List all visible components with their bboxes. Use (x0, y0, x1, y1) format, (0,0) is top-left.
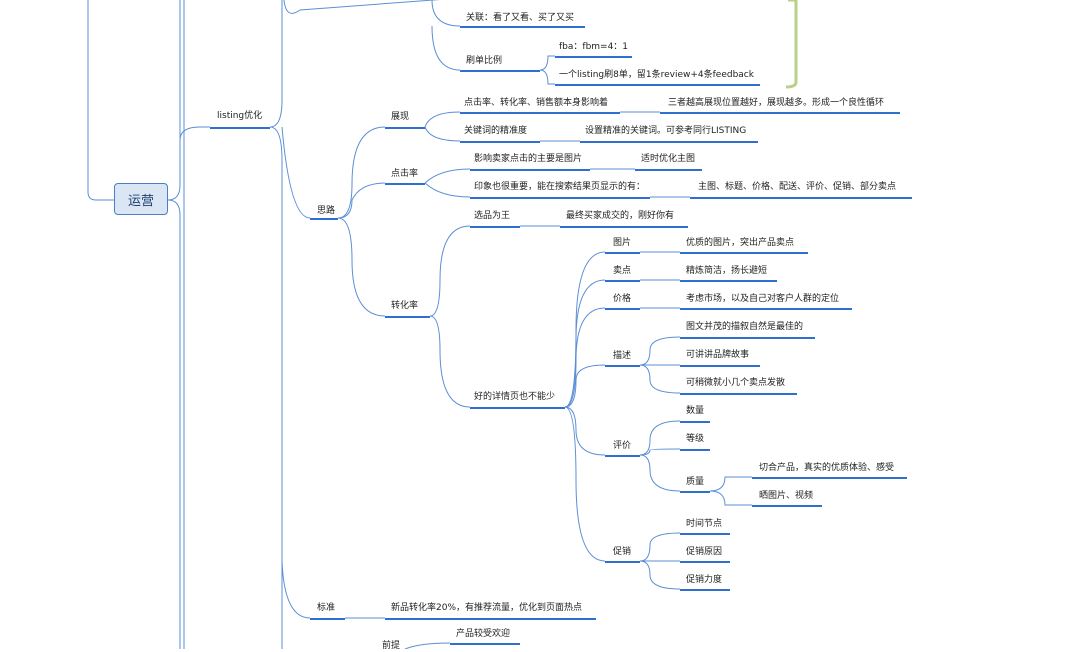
node-jiage[interactable]: 价格 (613, 294, 632, 304)
node-dianjilv-c1-note[interactable]: 适时优化主图 (641, 154, 696, 164)
node-zhanxian[interactable]: 展现 (391, 112, 410, 122)
node-zhanxian-c1-note[interactable]: 三者越高展现位置越好，展现越多。形成一个良性循环 (668, 98, 885, 108)
node-miaoshu-1[interactable]: 图文并茂的描叙自然是最佳的 (686, 322, 804, 332)
edge-listing-down (269, 126, 283, 649)
node-tupian-note[interactable]: 优质的图片，突出产品卖点 (686, 238, 795, 248)
edge-pj2 (639, 448, 681, 456)
edge-zx1 (424, 111, 461, 128)
node-maidian-note[interactable]: 精炼简洁，扬长避短 (686, 266, 768, 276)
edge-zhuanhualv (337, 217, 386, 317)
node-cuxiao-1[interactable]: 时间节点 (686, 519, 723, 529)
node-dianjilv-c1[interactable]: 影响卖家点击的主要是图片 (474, 154, 583, 164)
edge-xuanpin (429, 225, 471, 317)
edge-xiangqing (429, 315, 471, 408)
node-qianti[interactable]: 前提 (382, 641, 401, 651)
edge-listingrule (539, 69, 555, 85)
edge-dj2 (424, 182, 471, 198)
node-xuanpin[interactable]: 选品为王 (474, 211, 511, 221)
edge-listing-up (269, 0, 283, 128)
node-zhiliang-2[interactable]: 晒图片、视频 (759, 491, 814, 501)
edge-ms3 (639, 364, 681, 394)
node-zhiliang-1[interactable]: 切合产品，真实的优质体验、感受 (759, 463, 895, 473)
node-dengji[interactable]: 等级 (686, 434, 705, 444)
node-zhuanhualv[interactable]: 转化率 (391, 301, 419, 311)
node-miaoshu-2[interactable]: 可讲讲品牌故事 (686, 350, 750, 360)
edge-biaozhun (281, 559, 311, 619)
node-shuadan[interactable]: 刷单比例 (466, 56, 503, 66)
node-dianjilv-c2-note[interactable]: 主图、标题、价格、配送、评价、促销、部分卖点 (698, 182, 897, 192)
node-cuxiao[interactable]: 促销 (613, 547, 632, 557)
edge-ms1 (639, 336, 681, 366)
edge-zl2 (709, 490, 752, 506)
underlines (210, 26, 912, 645)
edge-guanlian (431, 0, 461, 27)
edge-cuxiao (564, 406, 606, 562)
edge-top-a (283, 0, 441, 14)
edge-miaoshu (564, 364, 606, 408)
edge-cx3 (639, 560, 681, 590)
node-silu[interactable]: 思路 (317, 206, 336, 216)
summary-bracket (785, 0, 798, 89)
edge-tupian (564, 251, 606, 408)
node-cuxiao-2[interactable]: 促销原因 (686, 547, 723, 557)
node-qianti-c1[interactable]: 产品较受欢迎 (456, 629, 511, 639)
edge-pj1 (639, 420, 681, 456)
node-biaozhun[interactable]: 标准 (317, 603, 336, 613)
edge-shuadan (431, 25, 461, 71)
edge-dianjilv (337, 182, 386, 219)
edge-pj3 (639, 454, 681, 492)
node-fba[interactable]: fba：fbm=4：1 (559, 42, 629, 52)
node-listing[interactable]: listing优化 (217, 111, 263, 121)
edge-fba (539, 55, 555, 71)
edge-pingjia (564, 406, 606, 456)
edge-cx1 (639, 532, 681, 562)
edge-zl1 (709, 476, 752, 492)
edge-listing (179, 126, 210, 141)
root-node-yunying[interactable]: 运营 (114, 183, 168, 215)
node-jiage-note[interactable]: 考虑市场，以及自己对客户人群的定位 (686, 294, 840, 304)
edge-maidian (564, 279, 606, 408)
edge-root-left (87, 0, 114, 201)
edge-dj1 (424, 168, 471, 184)
edge-silu (281, 126, 311, 219)
node-zhanxian-c1[interactable]: 点击率、转化率、销售额本身影响着 (464, 98, 609, 108)
edge-root-down (167, 199, 181, 649)
edge-zx2 (424, 126, 461, 142)
node-zhanxian-c2[interactable]: 关键词的精准度 (464, 126, 528, 136)
node-zhiliang[interactable]: 质量 (686, 477, 705, 487)
node-miaoshu-3[interactable]: 可稍微就小几个卖点发散 (686, 378, 786, 388)
node-listing-rule[interactable]: 一个listing刷8单，留1条review+4条feedback (559, 70, 754, 80)
node-miaoshu[interactable]: 描述 (613, 351, 632, 361)
node-zhanxian-c2-note[interactable]: 设置精准的关键词。可参考同行LISTING (585, 126, 747, 136)
node-dianjilv-c2[interactable]: 印象也很重要，能在搜索结果页显示的有： (474, 182, 646, 192)
node-maidian[interactable]: 卖点 (613, 266, 632, 276)
edge-zhanxian (337, 126, 386, 219)
node-biaozhun-note[interactable]: 新品转化率20%，有推荐流量，优化到页面热点 (391, 603, 583, 613)
node-pingjia[interactable]: 评价 (613, 441, 632, 451)
edge-root-up (167, 0, 181, 201)
node-xiangqing[interactable]: 好的详情页也不能少 (474, 392, 556, 402)
edge-qianti (404, 642, 451, 649)
connector-lines (87, 0, 752, 649)
node-tupian[interactable]: 图片 (613, 238, 632, 248)
node-guanlian[interactable]: 关联：看了又看、买了又买 (466, 13, 575, 23)
node-xuanpin-note[interactable]: 最终买家成交的，刚好你有 (566, 211, 675, 221)
edge-jiage (564, 307, 606, 408)
node-shuliang[interactable]: 数量 (686, 406, 705, 416)
node-cuxiao-3[interactable]: 促销力度 (686, 575, 723, 585)
node-dianjilv[interactable]: 点击率 (391, 169, 419, 179)
